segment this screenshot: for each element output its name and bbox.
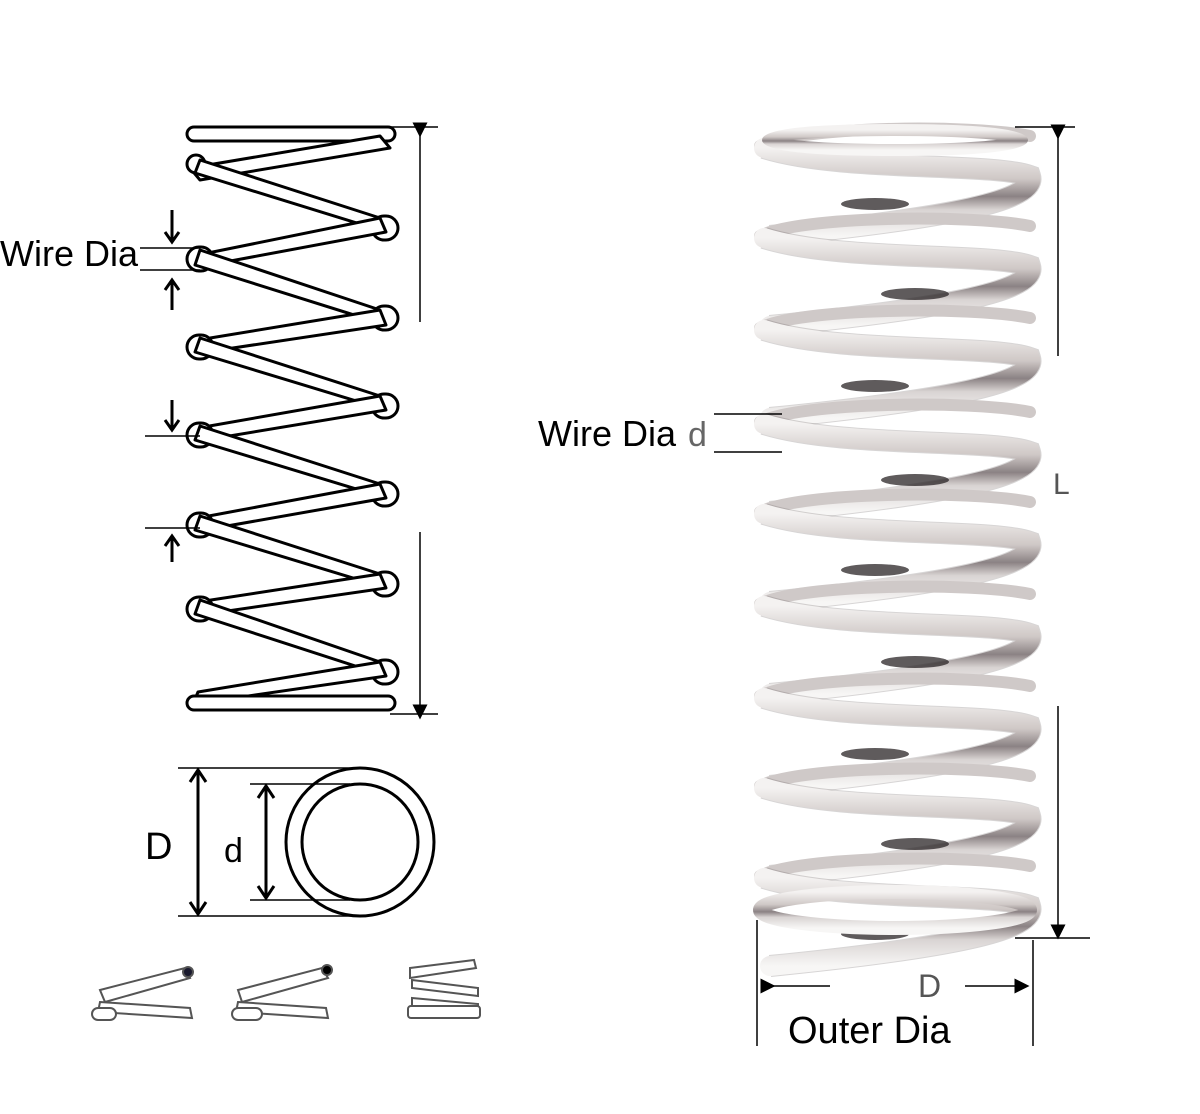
spring-reflection <box>881 838 949 850</box>
spring-reflection <box>841 748 909 760</box>
end-type-ground-icon <box>407 958 481 1019</box>
spring-coil-back <box>754 398 1036 428</box>
spring-coil-back <box>754 762 1036 792</box>
left-inner-dia-symbol: d <box>224 832 243 870</box>
left-outer-dia-symbol: D <box>145 826 173 868</box>
inner-ring <box>300 782 420 902</box>
spring-bottom-coil <box>753 885 1037 935</box>
right-length-dimension <box>1015 124 1090 940</box>
left-wire-dia-dimension <box>140 210 200 562</box>
end-type-open-icon <box>91 966 194 1021</box>
spring-reflection <box>881 656 949 668</box>
spring-coil-back <box>754 672 1036 702</box>
spring-top-coil <box>762 124 1028 156</box>
right-outer-dia-label: Outer Dia <box>788 1010 951 1052</box>
spring-reflection <box>841 380 909 392</box>
right-spring-photo <box>753 122 1042 977</box>
left-wire-dia-label: Wire Dia <box>0 233 139 274</box>
spring-coil-back <box>754 304 1036 334</box>
spring-reflection <box>881 288 949 300</box>
wire-ring-cross-section <box>178 766 436 918</box>
spring-end-coil-bottom <box>185 694 397 712</box>
spring-coil-back <box>754 488 1036 518</box>
spring-end-coil-top <box>185 125 397 143</box>
end-type-closed-icon <box>231 964 333 1021</box>
right-wire-dia-symbol: d <box>688 416 707 454</box>
right-outer-dia-symbol: D <box>918 968 942 1004</box>
spring-reflection <box>841 198 909 210</box>
left-length-dimension <box>390 122 438 720</box>
spring-coil-back <box>754 580 1036 610</box>
spring-reflection <box>881 474 949 486</box>
right-outer-dia-dimension <box>756 920 1034 1046</box>
spring-coil-back <box>754 852 1036 882</box>
spring-wire-segment <box>188 134 392 182</box>
left-spring-schematic <box>185 125 400 712</box>
right-length-symbol: L <box>1053 468 1070 501</box>
right-wire-dia-dimension <box>714 413 782 453</box>
spring-coil-back <box>754 212 1036 242</box>
right-wire-dia-label: Wire Dia <box>538 413 677 454</box>
spring-reflection <box>841 564 909 576</box>
